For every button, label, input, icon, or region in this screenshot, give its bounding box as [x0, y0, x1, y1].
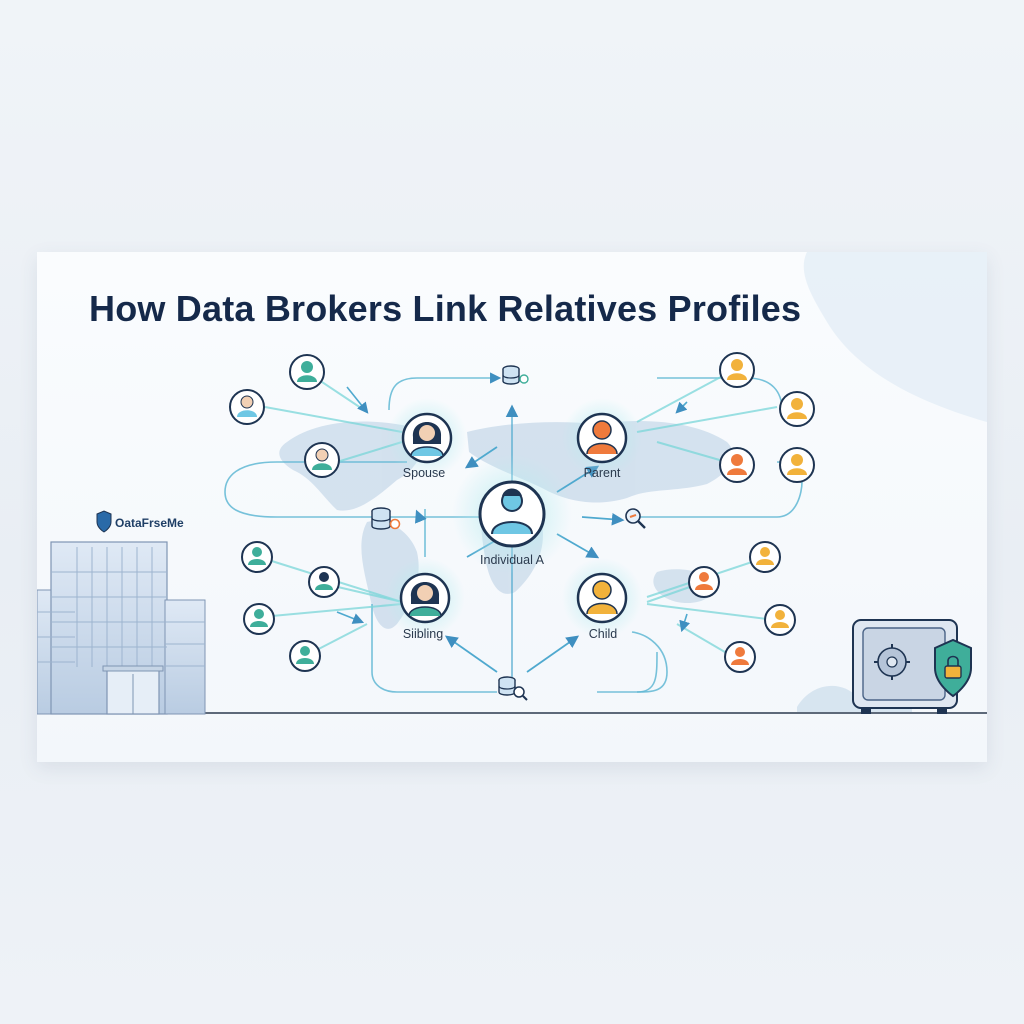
person-icon [243, 603, 275, 635]
brand-logo-text: OataFrseMe [115, 516, 184, 530]
person-icon [308, 566, 340, 598]
office-building-icon [37, 541, 206, 715]
relatives-link-diagram: Individual A Spouse Parent Siibling [37, 252, 987, 715]
brand-logo: OataFrseMe [96, 510, 184, 533]
shield-icon [96, 510, 112, 533]
person-icon [764, 604, 796, 636]
center-node-label: Individual A [480, 553, 545, 567]
person-icon [719, 352, 755, 388]
person-icon [241, 541, 273, 573]
parent-label: Parent [584, 466, 621, 480]
page-title: How Data Brokers Link Relatives Profiles [89, 288, 802, 329]
link-search-icon [625, 508, 646, 529]
sibling-label: Siibling [403, 627, 443, 641]
person-icon [779, 447, 815, 483]
database-icon [371, 507, 401, 530]
person-icon [688, 566, 720, 598]
person-icon [289, 640, 321, 672]
infographic-card: How Data Brokers Link Relatives Profiles [37, 252, 987, 762]
center-node-individual-a [478, 480, 546, 548]
spouse-node [401, 412, 453, 464]
spouse-label: Spouse [403, 466, 445, 480]
person-icon [749, 541, 781, 573]
database-search-icon [498, 676, 528, 701]
safe-with-shield-lock-icon [852, 619, 972, 714]
database-icon [502, 365, 529, 385]
person-icon [304, 442, 340, 478]
person-icon [719, 447, 755, 483]
child-node [576, 572, 628, 624]
person-icon [724, 641, 756, 673]
parent-node [576, 412, 628, 464]
person-icon [229, 389, 265, 425]
child-label: Child [589, 627, 618, 641]
person-icon [289, 354, 325, 390]
sibling-node [399, 572, 451, 624]
person-icon [779, 391, 815, 427]
